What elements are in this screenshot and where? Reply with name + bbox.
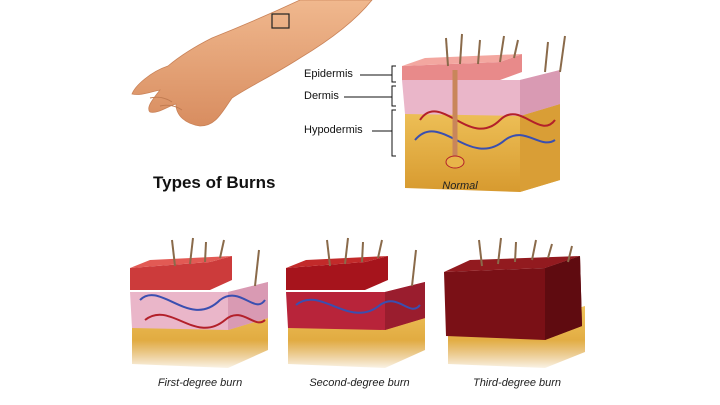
second-degree-block xyxy=(276,237,436,372)
skin-area-marker xyxy=(271,13,290,29)
label-hypodermis: Hypodermis xyxy=(304,124,363,136)
layer-leaders xyxy=(344,65,396,157)
epidermis-layer xyxy=(402,54,522,80)
third-degree-block xyxy=(436,237,596,372)
caption-normal: Normal xyxy=(442,180,478,192)
diagram-title: Types of Burns xyxy=(153,173,276,192)
arm-illustration xyxy=(131,0,373,127)
label-epidermis: Epidermis xyxy=(304,68,353,80)
caption-first-degree: First-degree burn xyxy=(157,377,243,389)
caption-third-degree: Third-degree burn xyxy=(472,377,562,389)
normal-skin-block xyxy=(402,33,566,192)
caption-second-degree: Second-degree burn xyxy=(309,377,410,389)
label-dermis: Dermis xyxy=(304,90,339,102)
first-degree-block xyxy=(120,237,280,372)
